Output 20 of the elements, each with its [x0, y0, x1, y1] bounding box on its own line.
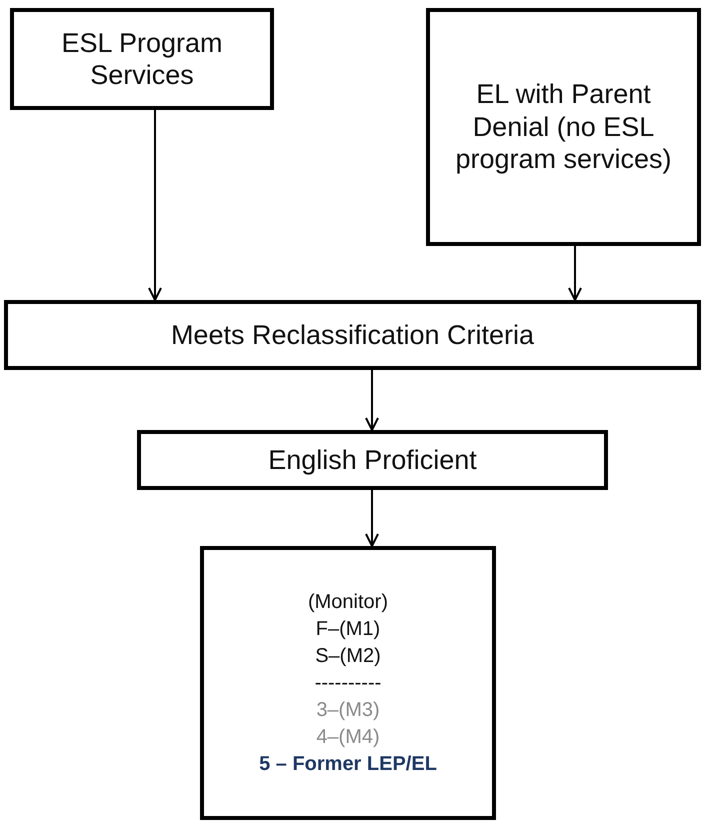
arrow [365, 490, 379, 547]
status-label: S–(M2) [315, 644, 381, 668]
status-label: 3–(M3) [316, 698, 380, 722]
box-label: Meets Reclassification Criteria [170, 318, 534, 352]
process-box [137, 430, 608, 490]
box-label: ESL Program Services [60, 26, 224, 92]
box-label: EL with Parent Denial (no ESL program services) [454, 78, 673, 176]
process-box [426, 8, 701, 246]
status-box [200, 546, 496, 820]
status-label: 5 – Former LEP/EL [259, 752, 437, 776]
box-label: English Proficient [268, 444, 477, 476]
status-label: 4–(M4) [316, 724, 380, 750]
arrow [568, 246, 582, 301]
status-label: (Monitor) [308, 590, 388, 614]
arrow [148, 110, 162, 301]
arrow [365, 370, 379, 431]
divider-text: ---------- [314, 670, 382, 696]
process-box [4, 300, 701, 370]
process-box [10, 8, 274, 110]
status-label: F–(M1) [316, 616, 380, 642]
